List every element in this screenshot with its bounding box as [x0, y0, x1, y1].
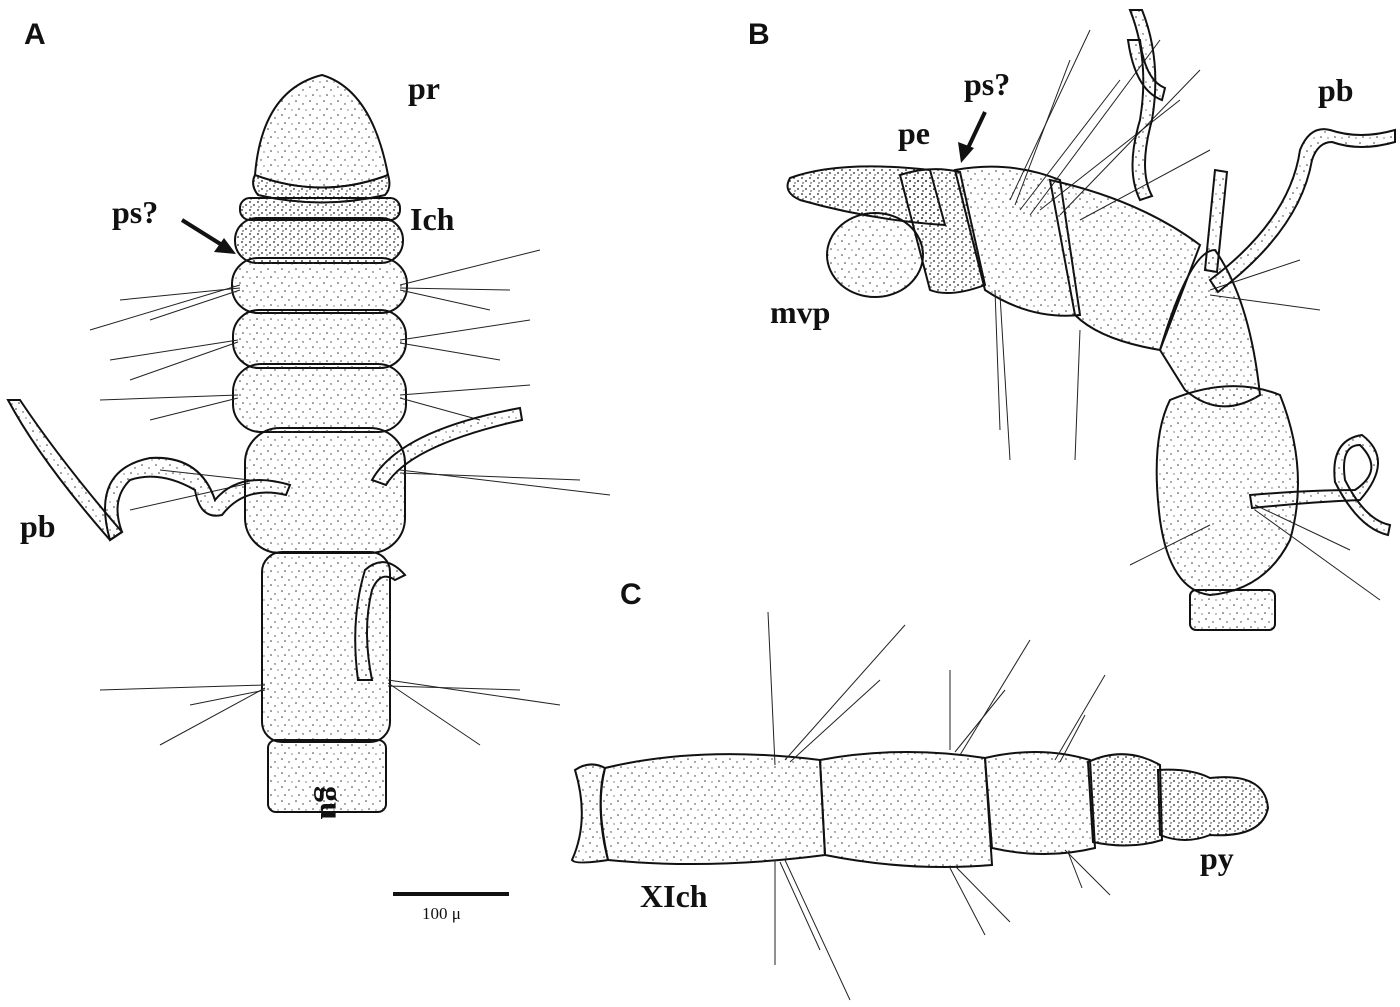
label-pr: pr [408, 70, 440, 106]
label-mvp: mvp [770, 294, 831, 330]
label-gu: gu [314, 786, 350, 820]
segment-1 [234, 217, 404, 264]
panel-letter-c: C [620, 578, 642, 611]
panel-a-specimen [231, 73, 408, 813]
label-ich: Ich [410, 201, 455, 237]
panel-a-palps [6, 399, 524, 681]
pygidium [1156, 768, 1270, 841]
median-ventral-pouch [826, 212, 924, 298]
segment-c-2 [818, 750, 994, 869]
label-pb-a: pb [20, 508, 56, 544]
panel-b-specimen [786, 165, 1299, 631]
panel-letter-b: B [748, 18, 770, 51]
label-py: py [1200, 840, 1234, 876]
ps-arrow-b [958, 111, 987, 163]
label-ps-b: ps? [964, 66, 1011, 102]
panel-c-specimen [570, 750, 1270, 869]
segment-7 [267, 739, 387, 813]
label-xich: XIch [640, 878, 708, 914]
label-pe: pe [898, 115, 930, 151]
segment-4 [232, 363, 407, 433]
prostomium [253, 73, 390, 189]
panel-letter-a: A [24, 18, 46, 51]
label-ps-a: ps? [112, 194, 159, 230]
scale-bar-label: 100 μ [422, 904, 461, 923]
ps-arrow-a [180, 218, 236, 254]
peristomium-ring [239, 197, 401, 221]
panel-c-chaetae [767, 611, 1111, 1001]
segment-c-3 [983, 750, 1097, 855]
panel-a-chaetae [89, 249, 611, 746]
segment-2 [231, 257, 408, 314]
panel-b-palps [1126, 9, 1396, 537]
label-pb-b: pb [1318, 72, 1354, 108]
segment-c-1 [599, 753, 827, 865]
segment-3 [232, 309, 407, 369]
